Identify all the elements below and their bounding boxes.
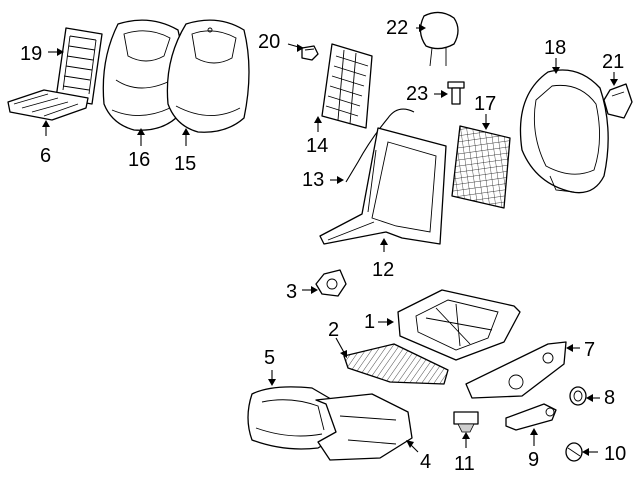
part-14-lumbar-support (321, 43, 373, 129)
part-9-handle (505, 403, 557, 431)
part-16-backrest-cover (102, 19, 184, 131)
callout-4: 4 (420, 451, 431, 473)
part-20-clip (301, 45, 319, 61)
part-5-cushion-cover (247, 386, 345, 450)
callout-labels: 19 6 16 15 20 14 22 23 17 18 21 13 12 3 … (20, 17, 626, 475)
callout-13: 13 (302, 169, 324, 191)
callout-21: 21 (602, 51, 624, 73)
callout-8: 8 (604, 387, 615, 409)
part-23-guide-sleeve (447, 81, 465, 105)
part-1-seat-frame (397, 289, 521, 361)
part-7-side-trim (465, 341, 567, 399)
part-10-cap (565, 442, 583, 462)
part-21-trim-cap (603, 83, 633, 119)
part-13-cable (345, 108, 415, 183)
part-22-headrest (419, 11, 459, 67)
part-15-backrest-rear-cover (166, 19, 250, 133)
callout-22: 22 (386, 17, 408, 39)
part-6-cushion-pad (7, 89, 89, 121)
callout-9: 9 (528, 449, 539, 471)
callout-23: 23 (406, 83, 428, 105)
part-17-heater-pad (451, 125, 511, 209)
part-12-backrest-frame (319, 127, 447, 245)
callout-2: 2 (328, 319, 339, 341)
callout-18: 18 (544, 37, 566, 59)
callout-19: 19 (20, 43, 42, 65)
leader-arrowheads (42, 24, 618, 456)
callout-12: 12 (372, 259, 394, 281)
callout-14: 14 (306, 135, 328, 157)
callout-7: 7 (584, 339, 595, 361)
callout-11: 11 (454, 453, 475, 475)
callout-15: 15 (174, 153, 196, 175)
part-19-backrest-pad (55, 27, 103, 105)
callout-6: 6 (40, 145, 51, 167)
callout-5: 5 (264, 347, 275, 369)
callout-3: 3 (286, 281, 297, 303)
callout-17: 17 (474, 93, 496, 115)
callout-16: 16 (128, 149, 150, 171)
part-11-switch (453, 411, 479, 433)
callout-20: 20 (258, 31, 280, 53)
part-2-seat-spring (343, 343, 449, 385)
part-4-cushion-foam (315, 393, 413, 461)
part-18-rear-panel (519, 69, 609, 194)
part-3-recliner-cover (315, 269, 347, 297)
callout-10: 10 (604, 443, 626, 465)
callout-1: 1 (364, 311, 375, 333)
part-8-cap (569, 386, 587, 406)
